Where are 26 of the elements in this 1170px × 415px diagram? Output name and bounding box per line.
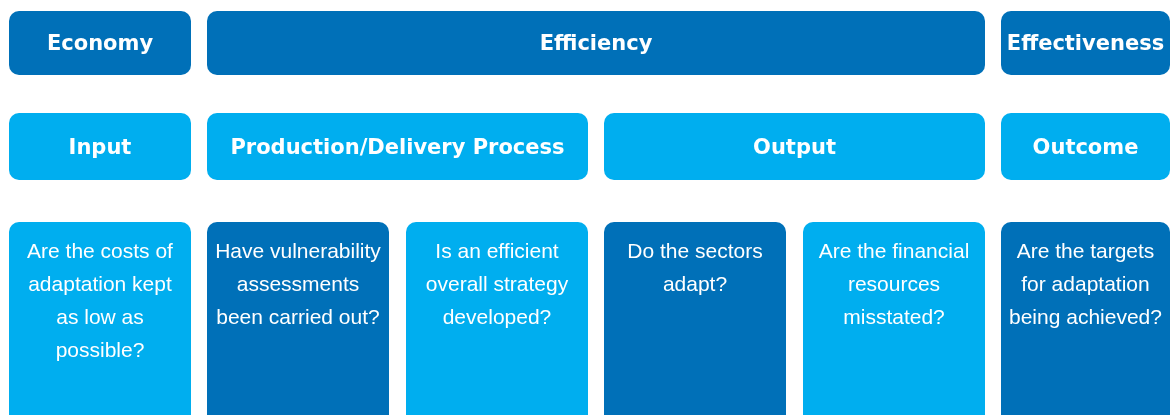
question-text: Do the sectors adapt? [626,238,764,297]
question-box [9,222,191,415]
header-box [1001,113,1170,180]
header-label: Outcome [1032,134,1139,159]
header-box [207,113,588,180]
header-box [1001,11,1170,75]
header-label: Output [753,134,836,159]
question-box [1001,222,1170,415]
question-text: Is an efficient overall strategy developed? [424,238,570,330]
header-label: Effectiveness [1006,31,1165,55]
header-box [9,11,191,75]
header-label: Input [68,134,132,159]
question-box [406,222,588,415]
question-box [604,222,786,415]
header-box [604,113,985,180]
question-text: Are the targets for adaptation being achieved? [1009,238,1162,330]
header-label: Efficiency [539,31,653,55]
question-box [207,222,389,415]
header-label: Production/Delivery Process [230,134,565,159]
header-box [207,11,985,75]
header-box [9,113,191,180]
header-label: Economy [46,31,154,55]
question-box [803,222,985,415]
question-text: Are the financial resources misstated? [817,238,971,330]
question-text: Have vulnerability assessments been carried out? [215,238,381,330]
question-text: Are the costs of adaptation kept as low as possible? [26,238,174,363]
